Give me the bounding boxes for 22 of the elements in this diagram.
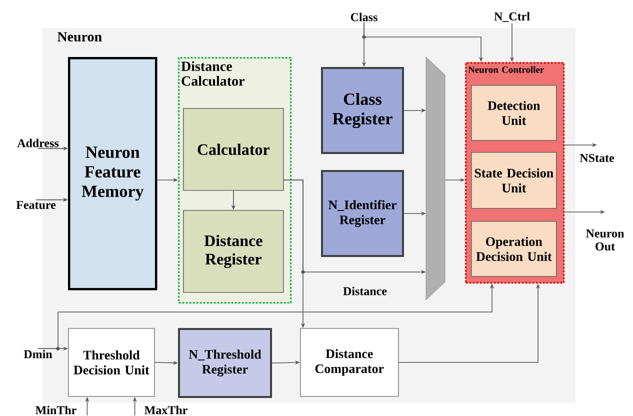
signal-label: Class (350, 12, 378, 22)
block-box: Distance Register (183, 210, 284, 293)
multiplexer-shape (426, 56, 446, 300)
block-box: State Decision Unit (471, 152, 557, 209)
signal-label: NState (580, 154, 614, 162)
signal-label: Dmin (24, 350, 52, 358)
block-box: Calculator (183, 108, 284, 191)
block-box: Operation Decision Unit (471, 221, 557, 277)
signal-label: Feature (16, 201, 56, 209)
block-box: Neuron Feature Memory (68, 57, 158, 290)
signal-label: MaxThr (144, 406, 188, 414)
block-box: N_Threshold Register (178, 328, 272, 398)
block-box: Class Register (321, 67, 404, 154)
signal-label: N_Ctrl (494, 12, 530, 22)
block-box: Detection Unit (471, 85, 557, 141)
signal-label: MinThr (36, 406, 76, 414)
edge-label: Distance (342, 286, 388, 296)
signal-label: Neuron Out (586, 230, 624, 250)
block-box: Threshold Decision Unit (68, 328, 155, 397)
signal-label: Address (17, 138, 59, 148)
block-box: N_Identifier Register (321, 170, 404, 257)
block-box: Distance Comparator (300, 328, 399, 397)
